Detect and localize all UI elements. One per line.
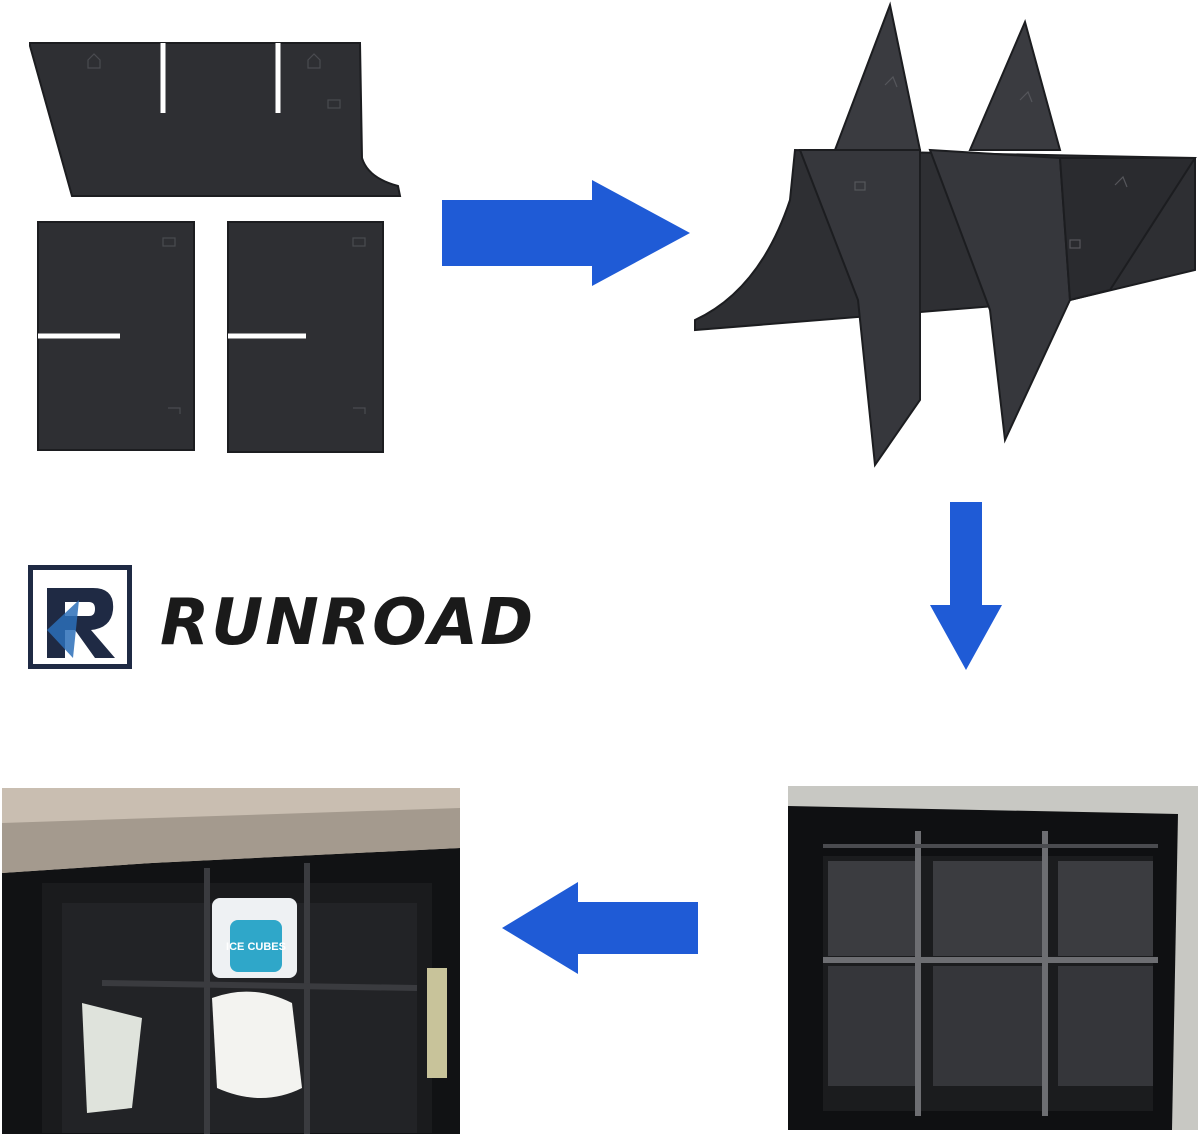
gum-label: ICE CUBES bbox=[226, 941, 286, 953]
assembled-divider-image bbox=[690, 0, 1200, 470]
arrow-right-icon bbox=[440, 178, 692, 288]
brand-logo: RUNROAD bbox=[28, 565, 533, 677]
console-in-use-image: ICE CUBES bbox=[2, 788, 460, 1134]
logo-mark-frame bbox=[28, 565, 132, 669]
arrow-down-icon bbox=[928, 500, 1004, 672]
console-install-image bbox=[788, 786, 1198, 1130]
arrow-left-icon bbox=[500, 880, 700, 976]
flat-panels-image bbox=[28, 38, 403, 458]
brand-name: RUNROAD bbox=[160, 586, 536, 660]
logo-r-icon bbox=[47, 588, 115, 658]
